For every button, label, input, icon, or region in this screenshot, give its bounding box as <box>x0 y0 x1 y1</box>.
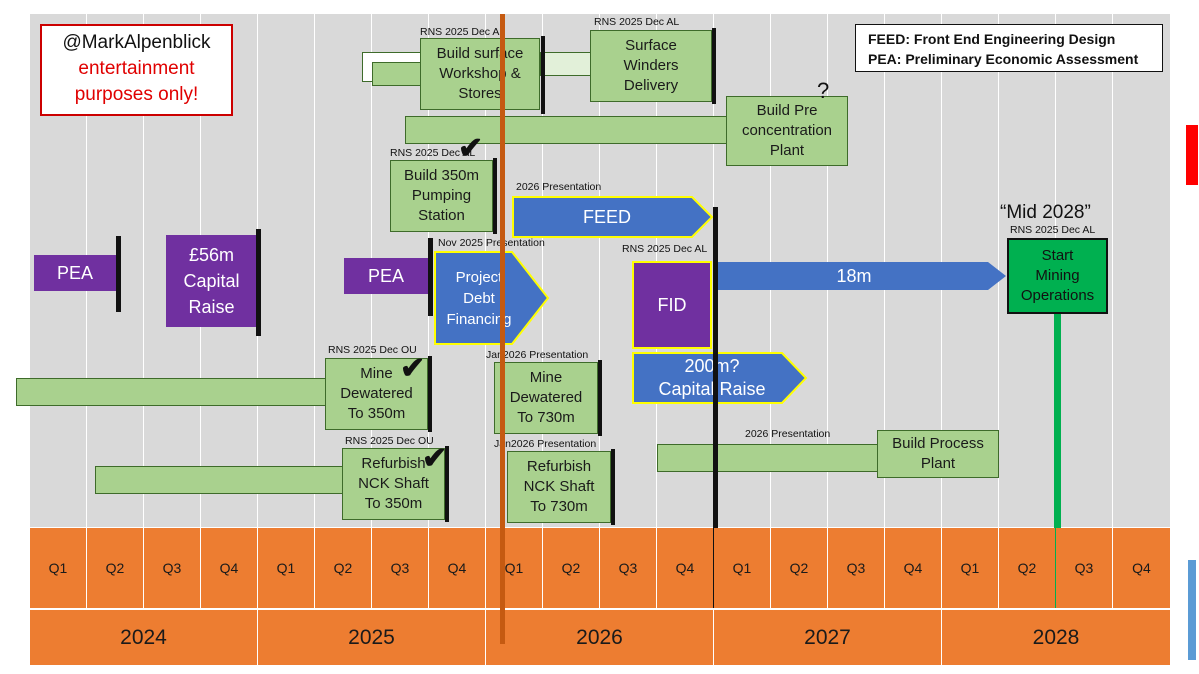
debt-source: Nov 2025 Presentation <box>438 237 545 249</box>
watermark-line: purposes only! <box>74 84 199 105</box>
checkmark-icon: ✔ <box>400 352 426 385</box>
capital-raise-200m-label: 200m? Capital Raise <box>658 356 766 399</box>
quarter-cell: Q4 <box>1113 528 1170 608</box>
feed-label: FEED <box>582 206 631 227</box>
quarter-cell: Q2 <box>999 528 1055 608</box>
quarter-cell: Q4 <box>657 528 713 608</box>
quarter-cell: Q3 <box>828 528 884 608</box>
quarter-cell: Q1 <box>30 528 86 608</box>
workshop-source: RNS 2025 Dec AL <box>420 26 506 38</box>
dewater-350-source: RNS 2025 Dec OU <box>328 344 417 356</box>
refurb-730-box: Refurbish NCK Shaft To 730m <box>507 451 611 523</box>
refurb-350-source: RNS 2025 Dec OU <box>345 435 434 447</box>
debt-arrow <box>434 251 550 345</box>
watermark-handle: @MarkAlpenblick <box>62 32 211 53</box>
legend-box: FEED: Front End Engineering Design PEA: … <box>855 24 1163 72</box>
legend-feed: FEED: Front End Engineering Design <box>868 31 1116 47</box>
milestone-bar <box>445 446 449 522</box>
grid-column <box>1113 14 1170 527</box>
debt-arrow-shape <box>434 251 550 345</box>
feed-arrow <box>512 196 714 238</box>
quarter-cell: Q4 <box>429 528 485 608</box>
question-mark: ? <box>817 78 830 103</box>
quarter-cell: Q2 <box>771 528 827 608</box>
debt-label: Project Debt Financing <box>446 268 512 328</box>
milestone-bar <box>598 360 602 436</box>
grid-column <box>258 14 314 527</box>
grid-column <box>543 14 599 527</box>
pea-2024-box: PEA <box>34 255 116 291</box>
milestone-bar <box>116 236 121 312</box>
capital-raise-56m-box: £56m Capital Raise <box>166 235 257 327</box>
watermark-box: @MarkAlpenblick entertainment purposes o… <box>40 24 233 116</box>
watermark-line: entertainment <box>78 58 195 79</box>
eighteen-month-label: 18m <box>836 265 872 286</box>
quarter-cell: Q2 <box>315 528 371 608</box>
pumping-box: Build 350m Pumping Station <box>390 160 493 232</box>
edge-marker <box>1188 560 1196 660</box>
quarter-cell: Q2 <box>543 528 599 608</box>
preconc-bar <box>405 116 727 144</box>
pea-2025-box: PEA <box>344 258 428 294</box>
legend-pea: PEA: Preliminary Economic Assessment <box>868 51 1139 67</box>
refurb-350-box: Refurbish NCK Shaft To 350m <box>342 448 445 520</box>
quarter-cell: Q1 <box>714 528 770 608</box>
current-date-line <box>500 14 505 644</box>
milestone-bar <box>493 158 497 234</box>
eighteen-month-arrow <box>716 262 1006 290</box>
winders-box: Surface Winders Delivery <box>590 30 712 102</box>
year-cell: 2025 <box>258 610 485 665</box>
quarter-cell: Q3 <box>372 528 428 608</box>
checkmark-icon: ✔ <box>458 132 484 165</box>
raise-200m-arrow-shape <box>632 352 808 404</box>
preconc-box: Build Pre concentration Plant <box>726 96 848 166</box>
startmining-source: RNS 2025 Dec AL <box>1010 224 1096 236</box>
year-cell: 2027 <box>714 610 941 665</box>
pumping-source: RNS 2025 Dec AL <box>390 147 476 159</box>
process-source: 2026 Presentation <box>745 428 831 440</box>
milestone-bar <box>256 229 261 336</box>
quarter-cell: Q3 <box>144 528 200 608</box>
quarter-cell: Q2 <box>87 528 143 608</box>
year-cell: 2028 <box>942 610 1170 665</box>
milestone-bar <box>541 36 545 114</box>
fid-box: FID <box>632 261 712 349</box>
feed-source: 2026 Presentation <box>516 181 602 193</box>
year-cell: 2024 <box>30 610 257 665</box>
workshop-bar <box>372 62 422 86</box>
capital-raise-200m-arrow <box>632 352 808 404</box>
quarter-cell: Q3 <box>1056 528 1112 608</box>
fid-source: RNS 2025 Dec AL <box>622 243 708 255</box>
edge-marker <box>1186 125 1198 185</box>
workshop-connector-bar <box>540 52 595 76</box>
feed-arrow-shape <box>512 196 714 238</box>
dewater-350-box: Mine Dewatered To 350m <box>325 358 428 430</box>
start-mining-box: Start Mining Operations <box>1007 238 1108 314</box>
milestone-bar <box>712 28 716 104</box>
refurb-350-bar <box>95 466 345 494</box>
refurb-730-source: Jan2026 Presentation <box>494 438 597 450</box>
year-cell: 2026 <box>486 610 713 665</box>
winders-source: RNS 2025 Dec AL <box>594 16 680 28</box>
workshop-box: Build surface Workshop & Stores <box>420 38 540 110</box>
quarter-cell: Q1 <box>258 528 314 608</box>
dewater-730-box: Mine Dewatered To 730m <box>494 362 598 434</box>
mid-2028-label: “Mid 2028” <box>1000 202 1091 223</box>
dewater-730-source: Jan2026 Presentation <box>486 349 589 361</box>
quarter-cell: Q4 <box>885 528 941 608</box>
fid-milestone-line <box>713 207 718 608</box>
quarter-cell: Q4 <box>201 528 257 608</box>
quarter-cell: Q1 <box>486 528 542 608</box>
quarter-cell: Q3 <box>600 528 656 608</box>
milestone-bar <box>428 356 432 432</box>
start-mining-line <box>1054 312 1061 608</box>
dewater-350-bar <box>16 378 328 406</box>
milestone-bar <box>428 238 433 316</box>
checkmark-icon: ✔ <box>422 442 448 475</box>
process-plant-box: Build Process Plant <box>877 430 999 478</box>
milestone-bar <box>611 449 615 525</box>
quarter-cell: Q1 <box>942 528 998 608</box>
process-plant-bar <box>657 444 879 472</box>
eighteen-arrow-shape <box>716 262 1006 290</box>
